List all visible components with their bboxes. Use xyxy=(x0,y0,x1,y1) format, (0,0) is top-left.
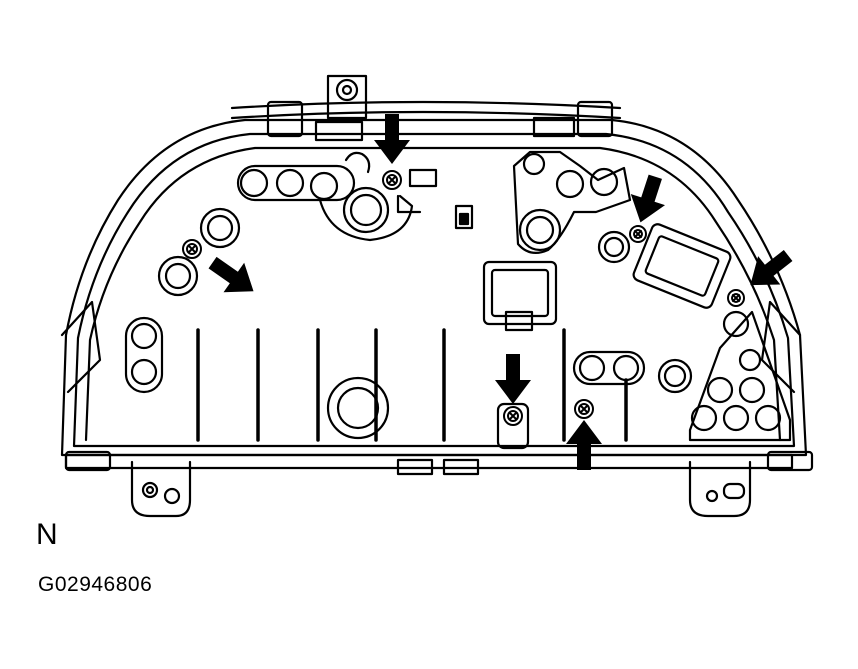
connectors xyxy=(396,168,732,450)
housing-outline xyxy=(60,74,808,457)
screw-icon xyxy=(727,289,745,307)
screws xyxy=(182,170,745,426)
screw-icon xyxy=(182,239,202,259)
view-letter-label: N xyxy=(36,518,58,551)
screw-icon xyxy=(629,225,647,243)
screw-icon xyxy=(503,406,523,426)
arrows xyxy=(208,114,793,470)
arrow-icon xyxy=(495,354,531,404)
housing-base xyxy=(64,450,814,518)
screw-icon xyxy=(382,170,402,190)
screw-icon xyxy=(574,399,594,419)
arrow-icon xyxy=(374,114,410,164)
arrow-icon xyxy=(208,256,254,293)
arrow-icon xyxy=(750,250,793,286)
arrow-icon xyxy=(566,420,602,470)
arrow-icon xyxy=(630,174,666,223)
bulb-sockets xyxy=(124,150,792,442)
housing-ribs xyxy=(196,328,628,442)
figure-id-label: G02946806 xyxy=(38,573,153,596)
